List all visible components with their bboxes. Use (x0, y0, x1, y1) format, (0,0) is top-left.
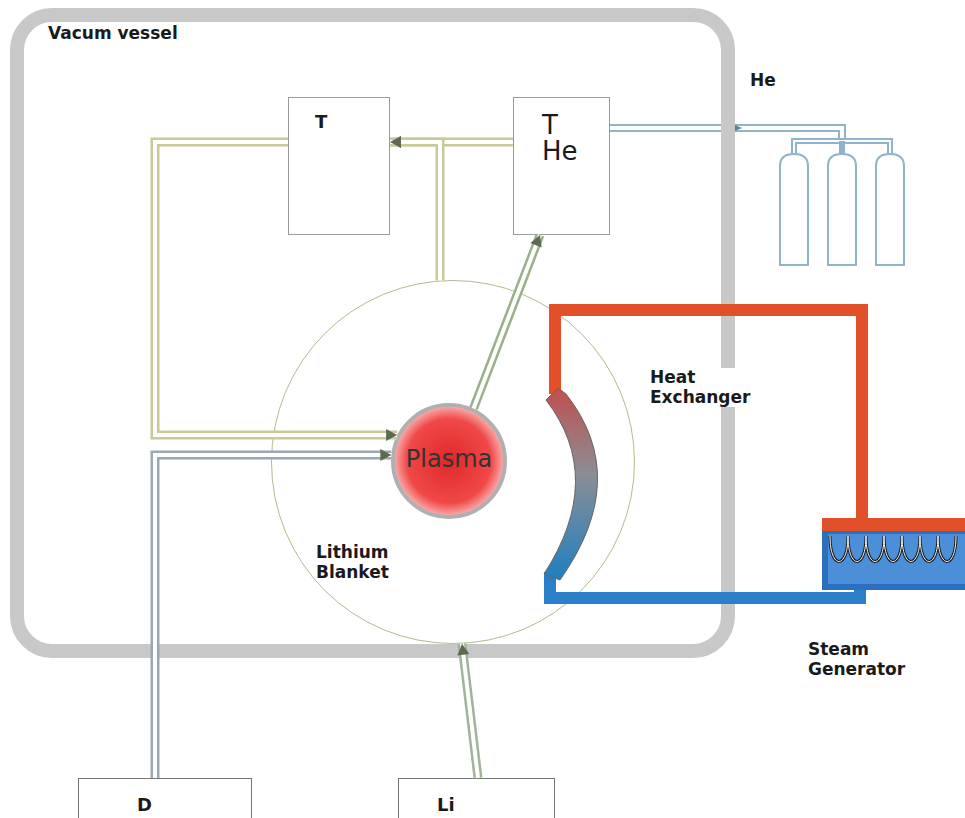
manifold-inner (794, 141, 890, 154)
lithium-tank: Li (398, 778, 555, 818)
pipe-connector (474, 235, 542, 408)
vacuum-vessel: Vacum vesselT T He Lithium Blanket Plasma (10, 8, 735, 658)
node-text: D (137, 795, 152, 816)
node-text: T He (542, 112, 586, 164)
manifold-branch (839, 141, 845, 154)
gas-cylinder (876, 154, 904, 265)
pipe-connector (390, 136, 513, 148)
node-text: T (315, 112, 327, 133)
gas-cylinder (780, 154, 808, 265)
arrow-head (380, 449, 391, 461)
heat-exchanger: Heat Exchanger (540, 360, 790, 595)
plasma-circle: Plasma (391, 403, 507, 519)
coolant-loop (555, 310, 862, 518)
coolant-loop (550, 590, 860, 598)
gas-label: He (750, 70, 776, 90)
node-text: Heat Exchanger (648, 368, 764, 407)
gas-cylinder (828, 154, 856, 265)
pipe-connector (457, 644, 478, 778)
node-text: Steam Generator (808, 640, 918, 679)
steam-generator: Steam Generator (822, 518, 965, 590)
node-text: Li (437, 795, 455, 816)
node-text: Plasma (395, 446, 503, 474)
node-text: Lithium Blanket (316, 543, 406, 582)
tritium-box: T (288, 97, 390, 235)
pipe-connector (390, 136, 440, 280)
pipe-connector (155, 449, 391, 778)
arrow-head (530, 235, 541, 247)
arrow-head (390, 136, 401, 148)
arrow-head (390, 136, 401, 148)
node-text: Vacum vessel (48, 24, 178, 44)
arrow-head (457, 644, 469, 656)
arrow-head (386, 429, 397, 441)
steam-generator-shape (822, 518, 965, 590)
pipe-connector (155, 142, 397, 441)
deuterium-tank: D (78, 778, 252, 818)
tritium-helium-box: T He (513, 97, 610, 235)
manifold (794, 141, 890, 154)
